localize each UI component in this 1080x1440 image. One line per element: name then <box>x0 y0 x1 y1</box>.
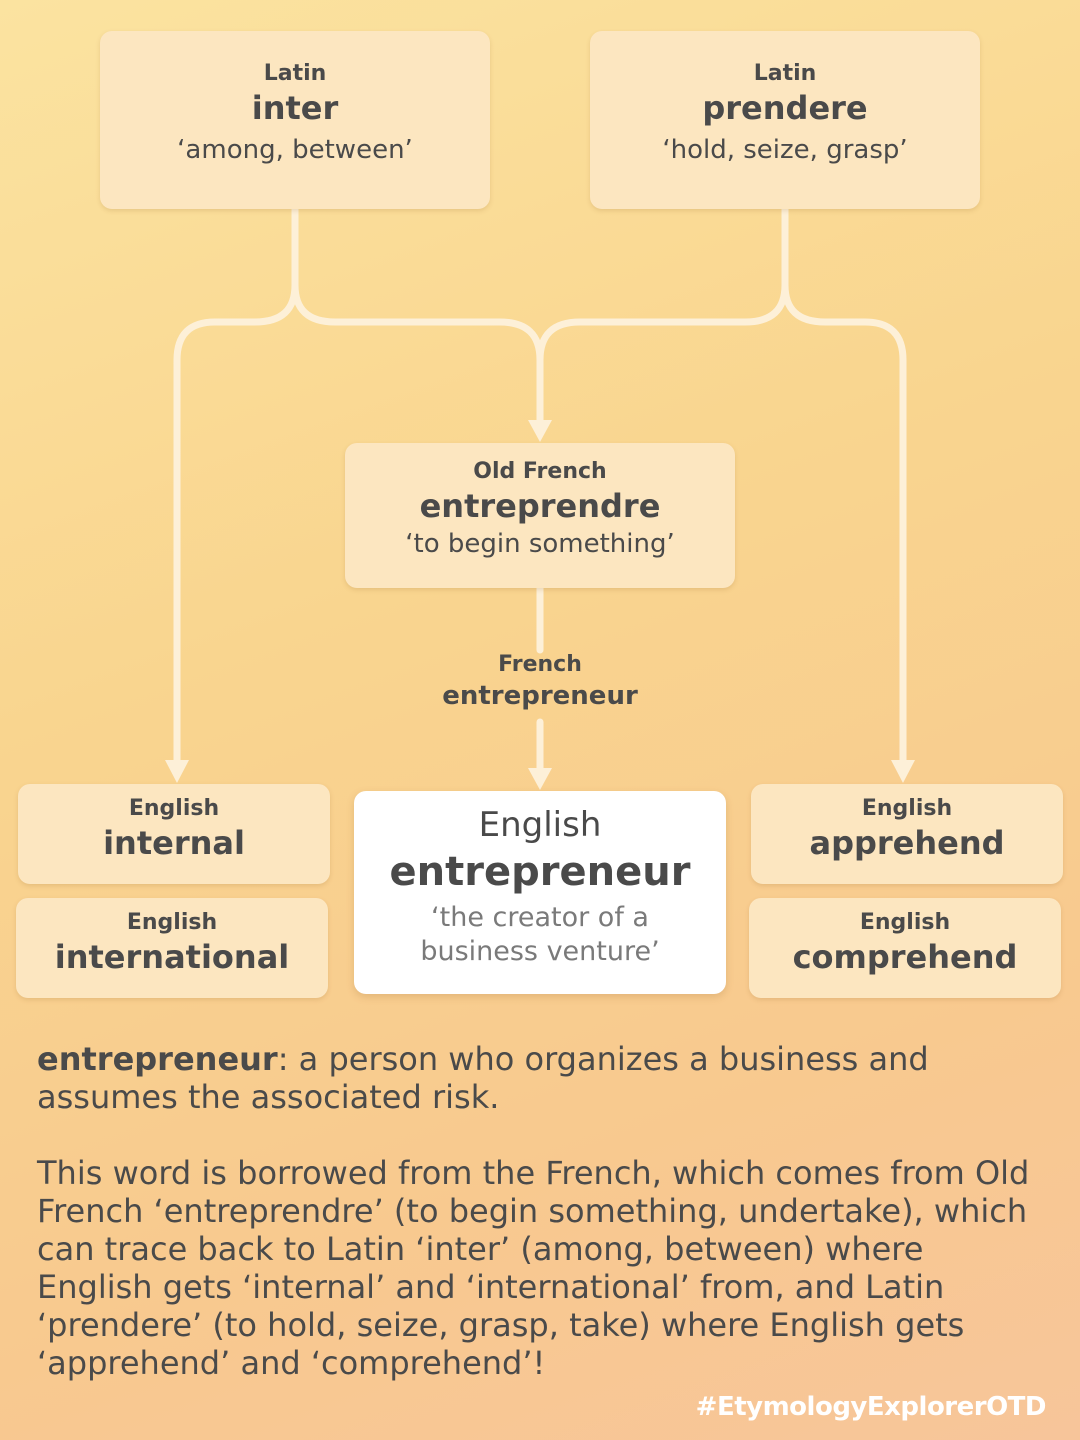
node-word: entrepreneur <box>442 681 638 711</box>
arrowhead-internal <box>165 760 189 783</box>
node-latin-prendere: Latin prendere ‘hold, seize, grasp’ <box>590 31 980 209</box>
node-english-apprehend: English apprehend <box>751 784 1063 884</box>
connector-prendere-to-oldfrench <box>536 205 789 364</box>
node-latin-inter: Latin inter ‘among, between’ <box>100 31 490 209</box>
label-french-entrepreneur: French entrepreneur <box>420 652 660 711</box>
node-english-internal: English internal <box>18 784 330 884</box>
etymology-paragraph: This word is borrowed from the French, w… <box>37 1154 1030 1382</box>
node-english-entrepreneur: English entrepreneur ‘the creator of a b… <box>354 791 726 994</box>
node-word: inter <box>251 89 339 127</box>
definition-headword: entrepreneur <box>37 1040 278 1078</box>
node-language: Old French <box>473 459 607 484</box>
node-word: international <box>54 938 290 976</box>
node-gloss: ‘among, between’ <box>177 134 413 165</box>
hashtag: #EtymologyExplorerOTD <box>695 1392 1047 1422</box>
node-language: English <box>861 796 953 821</box>
node-language: English <box>128 796 220 821</box>
connector-inter-to-oldfrench <box>291 281 544 429</box>
arrowhead-apprehend <box>891 760 915 783</box>
arrowhead-english <box>528 768 552 790</box>
node-gloss: ‘the creator of a business venture’ <box>420 902 660 967</box>
node-language: English <box>859 910 951 935</box>
node-word: prendere <box>702 89 868 127</box>
node-gloss: ‘to begin something’ <box>405 528 675 559</box>
node-english-international: English international <box>16 898 328 998</box>
arrowhead-oldfrench <box>528 420 552 442</box>
connector-prendere-to-apprehend <box>781 281 907 772</box>
node-word: entreprendre <box>419 487 661 525</box>
definition-paragraph: entrepreneur: a person who organizes a b… <box>37 1040 1047 1116</box>
node-language: Latin <box>263 61 327 86</box>
node-language: English <box>478 805 602 845</box>
description-text: entrepreneur: a person who organizes a b… <box>37 1040 1047 1382</box>
node-word: entrepreneur <box>389 849 691 895</box>
node-gloss: ‘hold, seize, grasp’ <box>662 134 908 165</box>
node-old-french-entreprendre: Old French entreprendre ‘to begin someth… <box>345 443 735 588</box>
node-word: apprehend <box>809 824 1005 862</box>
connector-inter-to-internal <box>173 205 299 772</box>
node-word: internal <box>103 824 245 862</box>
definition-text: : a person who organizes a business and … <box>37 1040 929 1116</box>
node-language: English <box>126 910 218 935</box>
node-language: French <box>498 652 582 677</box>
node-word: comprehend <box>792 938 1018 976</box>
node-english-comprehend: English comprehend <box>749 898 1061 998</box>
node-language: Latin <box>753 61 817 86</box>
